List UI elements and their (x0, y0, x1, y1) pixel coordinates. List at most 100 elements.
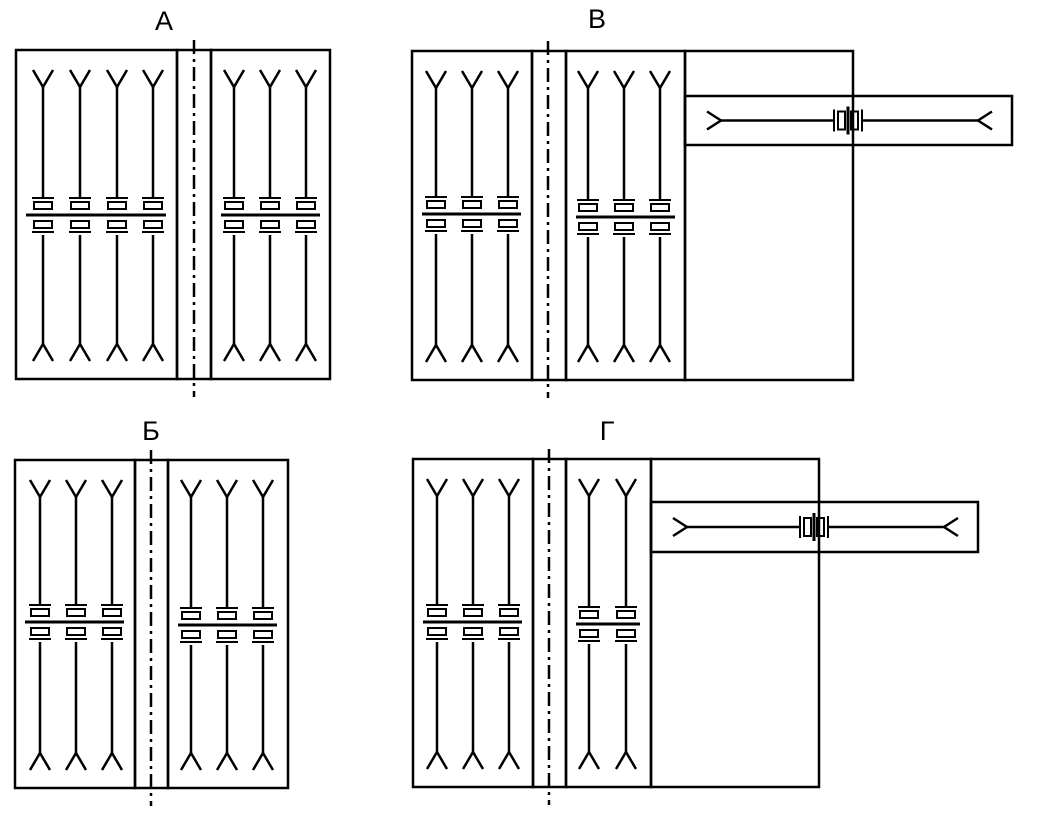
fork-bottom-icon (64, 750, 88, 771)
fork-column (31, 69, 55, 362)
fork-bottom-icon (460, 342, 484, 363)
panel-a (14, 40, 332, 397)
fork-top-icon (612, 70, 636, 91)
upper-plate (70, 201, 90, 210)
fork-column (105, 69, 129, 362)
fork-top-icon (496, 70, 520, 91)
fork-top-icon (31, 69, 55, 90)
side-bar (683, 94, 1014, 147)
lower-plate (463, 627, 483, 636)
fork-bottom-icon (461, 749, 485, 770)
fork-bottom-icon (424, 342, 448, 363)
fork-bottom-icon (576, 342, 600, 363)
upper-plate (427, 608, 447, 617)
fork-top-icon (251, 479, 275, 500)
upper-plate (66, 608, 86, 617)
fork-left-icon (706, 110, 724, 131)
fork-column (460, 70, 484, 363)
lower-plate (217, 630, 237, 639)
upper-plate (650, 203, 670, 212)
fork-bottom-icon (31, 341, 55, 362)
panel-g (411, 449, 980, 805)
fork-top-icon (179, 479, 203, 500)
upper-plate (462, 200, 482, 209)
panel-label-a: А (155, 6, 173, 36)
upper-plate (217, 611, 237, 620)
lower-plate (426, 219, 446, 228)
fork-column (577, 478, 601, 770)
lower-plate (66, 627, 86, 636)
fork-left-icon (672, 516, 690, 538)
panel-b (13, 450, 290, 806)
fork-top-icon (258, 69, 282, 90)
fork-top-icon (461, 478, 485, 499)
fork-top-icon (222, 69, 246, 90)
fork-top-icon (576, 70, 600, 91)
fork-column (251, 479, 275, 771)
fork-bottom-icon (68, 341, 92, 362)
side-plate-right (816, 517, 825, 537)
fork-column (496, 70, 520, 363)
fork-bottom-icon (425, 749, 449, 770)
fork-column (64, 479, 88, 771)
upper-plate (578, 203, 598, 212)
fork-bottom-icon (105, 341, 129, 362)
fork-bottom-icon (258, 341, 282, 362)
right-frame (166, 458, 290, 790)
fork-column (100, 479, 124, 771)
upper-plate (33, 201, 53, 210)
upper-plate (224, 201, 244, 210)
fork-top-icon (424, 70, 448, 91)
side-bar-frame (649, 500, 980, 554)
lower-plate (253, 630, 273, 639)
lower-plate (296, 220, 316, 229)
fork-column (215, 479, 239, 771)
upper-plate (253, 611, 273, 620)
lower-plate (33, 220, 53, 229)
fork-bottom-icon (179, 750, 203, 771)
lower-plate (181, 630, 201, 639)
panel-label-b: Б (142, 416, 160, 446)
fork-column (179, 479, 203, 771)
lower-plate (578, 222, 598, 231)
fork-bottom-icon (251, 750, 275, 771)
fork-bottom-icon (496, 342, 520, 363)
lower-plate (427, 627, 447, 636)
lower-plate (462, 219, 482, 228)
fork-column (461, 478, 485, 770)
upper-plate (463, 608, 483, 617)
fork-bottom-icon (294, 341, 318, 362)
fork-top-icon (64, 479, 88, 500)
fork-top-icon (215, 479, 239, 500)
upper-plate (181, 611, 201, 620)
upper-plate (498, 200, 518, 209)
lower-plate (498, 219, 518, 228)
fork-bottom-icon (648, 342, 672, 363)
fork-column (576, 70, 600, 363)
fork-bottom-icon (141, 341, 165, 362)
extension-frame (649, 457, 821, 789)
upper-plate (296, 201, 316, 210)
side-plate-left (837, 110, 846, 131)
fork-column (497, 478, 521, 770)
fork-bottom-icon (28, 750, 52, 771)
lower-plate (30, 627, 50, 636)
upper-plate (102, 608, 122, 617)
panel-label-g: Г (600, 416, 615, 446)
lower-plate (102, 627, 122, 636)
fork-column (294, 69, 318, 362)
upper-plate (143, 201, 163, 210)
fork-bottom-icon (614, 749, 638, 770)
fork-bottom-icon (612, 342, 636, 363)
fork-top-icon (577, 478, 601, 499)
fork-bottom-icon (215, 750, 239, 771)
upper-plate (499, 608, 519, 617)
lower-plate (143, 220, 163, 229)
lower-plate (616, 629, 636, 638)
lower-plate (614, 222, 634, 231)
fork-top-icon (100, 479, 124, 500)
fork-right-icon (941, 516, 959, 538)
side-plate-right (850, 110, 859, 131)
